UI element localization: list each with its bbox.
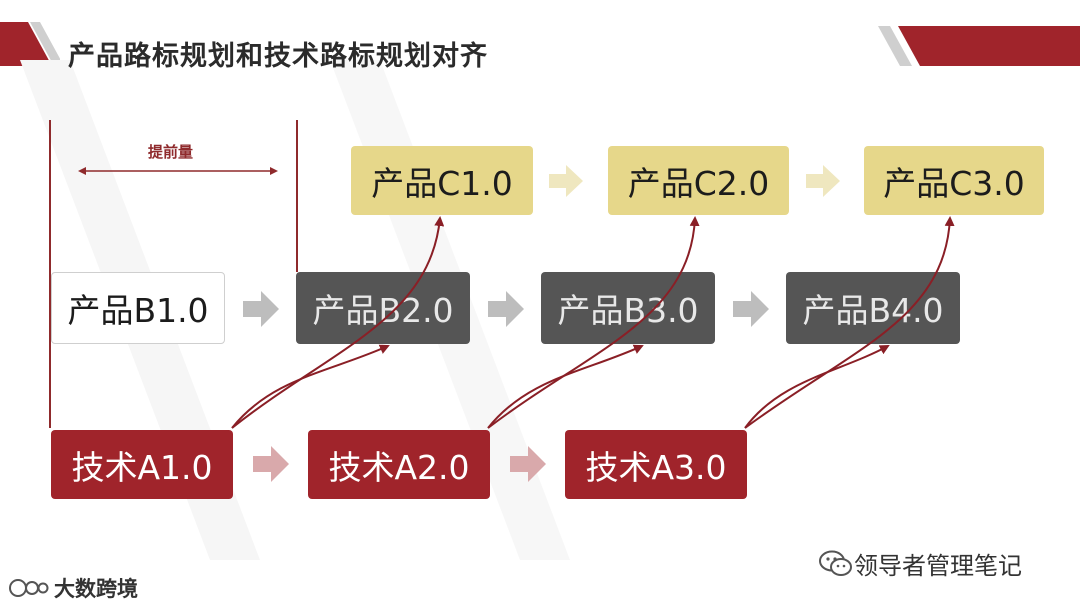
lead-right-line — [296, 120, 298, 272]
brand-logo-icon — [9, 579, 49, 597]
footer-wechat-watermark: 领导者管理笔记 — [818, 546, 1022, 581]
tech-a2-box: 技术A2.0 — [308, 430, 490, 499]
product-b4-box: 产品B4.0 — [786, 272, 960, 344]
footer-wechat-label: 领导者管理笔记 — [854, 552, 1022, 580]
product-c3-box: 产品C3.0 — [864, 146, 1044, 215]
product-c2-box: 产品C2.0 — [608, 146, 789, 215]
top-left-corner-stripe — [0, 22, 60, 66]
lead-left-line — [49, 120, 51, 428]
product-b1-box: 产品B1.0 — [51, 272, 225, 344]
lead-time-label: 提前量 — [148, 143, 194, 161]
page-title: 产品路标规划和技术路标规划对齐 — [68, 41, 488, 72]
tech-a3-box: 技术A3.0 — [565, 430, 747, 499]
top-right-corner-stripe — [878, 26, 1080, 66]
tech-a1-box: 技术A1.0 — [51, 430, 233, 499]
wechat-icon — [819, 550, 852, 576]
product-c1-box: 产品C1.0 — [351, 146, 533, 215]
product-b3-box: 产品B3.0 — [541, 272, 715, 344]
footer-logo-watermark: 大数跨境 — [8, 573, 138, 603]
product-b2-box: 产品B2.0 — [296, 272, 470, 344]
footer-logo-label: 大数跨境 — [54, 577, 138, 601]
